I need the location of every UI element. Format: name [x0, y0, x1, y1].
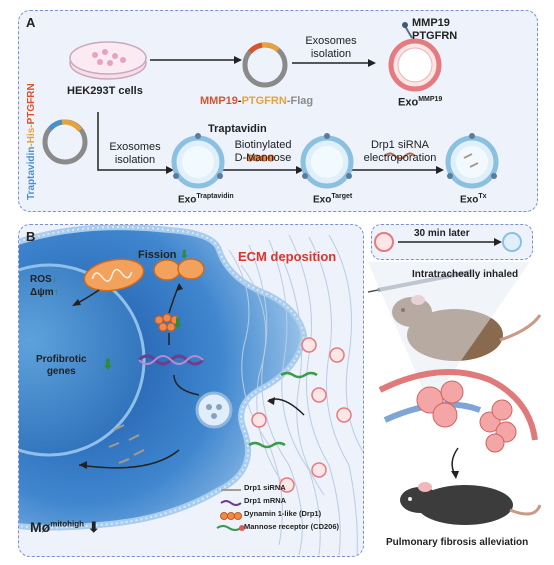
- cell-illustration: [19, 225, 363, 556]
- plasmid-mmp19: [242, 42, 288, 88]
- ros-label: ROS↓: [30, 274, 57, 285]
- mouse-bottom: [400, 482, 542, 525]
- d-mannose-icon: [246, 154, 275, 162]
- ecm-fibers: [228, 234, 363, 556]
- drp1-down-arrow: ⬇: [172, 315, 184, 331]
- mphi-label: Mømitohigh ⬇: [30, 519, 100, 535]
- exo-tx-label: ExoTx: [460, 193, 487, 206]
- panel-a-arrows: [97, 59, 440, 171]
- timing-exosomes: [374, 232, 522, 252]
- delivery-funnel: [368, 262, 530, 405]
- plasmid-construct-label: MMP19-PTGFRN-Flag: [200, 95, 314, 107]
- exosome-target: [300, 133, 354, 189]
- lung-tissue: [378, 369, 538, 453]
- exosome-in-cell: [195, 391, 233, 429]
- sirna-fragments: [108, 424, 145, 464]
- sirna-helix-icon: [384, 152, 416, 160]
- traptavidin-label: Traptavidin: [208, 123, 267, 135]
- legend-mrna: Drp1 mRNA: [244, 496, 287, 505]
- exosome-mmp19: [388, 22, 442, 92]
- mmp19-label: MMP19: [412, 17, 450, 29]
- extracellular-exosomes: [251, 337, 352, 493]
- mitochondrion-large: [83, 258, 145, 292]
- profibrotic-down-arrow: ⬇: [102, 356, 114, 372]
- legend-drp1: Dynamin 1-like (Drp1): [244, 509, 322, 518]
- ptgfrn-label: PTGFRN: [412, 30, 458, 42]
- panel-b-label: B: [26, 229, 36, 244]
- nucleus: [19, 263, 146, 457]
- exosome-tx: [445, 133, 499, 189]
- legend-sirna: Drp1 siRNA: [244, 483, 286, 492]
- panel-b: [18, 224, 364, 557]
- inhaled-label: Intratracheally inhaled: [412, 269, 519, 280]
- hek293t-label: HEK293T cells: [67, 85, 143, 97]
- traptavidin-construct-label: Traptavidin-His-PTGFRN: [26, 83, 37, 200]
- timing-label: 30 min later: [414, 228, 470, 239]
- drp1-protein-cluster: [154, 313, 180, 332]
- exo-traptavidin-label: ExoTraptavidin: [178, 193, 234, 206]
- legend-icons: [216, 489, 245, 531]
- fission-label: Fission ⬇: [138, 249, 189, 261]
- alleviation-label: Pulmonary fibrosis alleviation: [386, 537, 529, 548]
- mannose-receptors: [248, 371, 318, 449]
- legend-cd206: Mannose receptor (CD206): [244, 522, 340, 531]
- delta-psi-label: Δψm↑: [30, 287, 59, 298]
- fission-down-arrow: ⬇: [179, 249, 189, 261]
- exosome-traptavidin: [171, 133, 225, 189]
- mitochondrion-fission-right: [177, 258, 205, 280]
- exo-target-label: ExoTarget: [313, 193, 353, 206]
- petri-dish: [69, 41, 147, 80]
- panel-a-label: A: [26, 15, 36, 30]
- plasmid-traptavidin: [42, 119, 88, 165]
- ecm-deposition-title: ECM deposition: [238, 249, 337, 264]
- exo-mmp19-label: ExoMMP19: [398, 96, 443, 109]
